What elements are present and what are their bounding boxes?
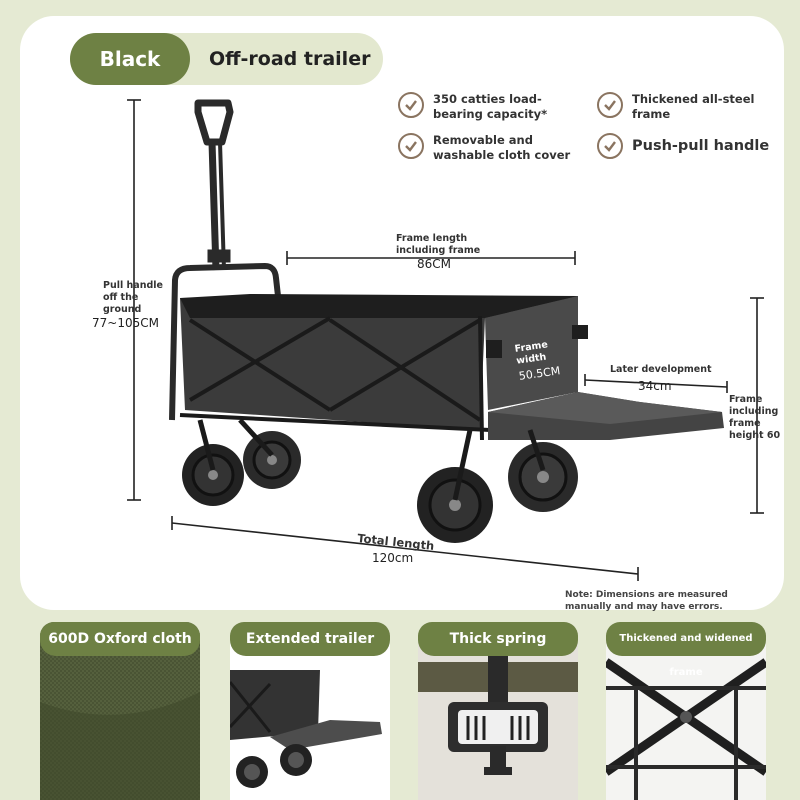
pull-handle-value: 77~105CM	[92, 316, 159, 330]
feature-text: Removable and washable cloth cover	[433, 133, 571, 162]
frame-length-label: Frame length including frame	[396, 233, 481, 256]
feature-load-capacity: 350 catties load- bearing capacity*	[398, 92, 547, 122]
card-title: 600D Oxford cloth	[40, 622, 200, 656]
check-icon	[597, 92, 623, 118]
measurement-note: Note: Dimensions are measured manually a…	[565, 590, 728, 612]
card-title: Thickened and widened frame	[606, 622, 766, 678]
frame-length-value: 86CM	[417, 257, 452, 271]
feature-text: Thickened all-steel frame	[632, 92, 755, 121]
card-title: Thick spring	[418, 622, 578, 656]
feature-steel-frame: Thickened all-steel frame	[597, 92, 754, 122]
card-widened-frame: Thickened and widened frame	[606, 622, 766, 800]
feature-cloth-cover: Removable and washable cloth cover	[398, 133, 570, 163]
frame-width-label: Frame width	[514, 339, 549, 367]
card-title: Extended trailer	[230, 622, 390, 656]
card-oxford-cloth: 600D Oxford cloth	[40, 622, 200, 800]
wagon-illustration	[127, 99, 764, 581]
header-pill: Black Off-road trailer	[70, 33, 383, 85]
color-label: Black	[70, 33, 190, 85]
later-development-value: 34cm	[638, 379, 672, 393]
check-icon	[398, 92, 424, 118]
frame-height-label: Frame including frame height 60	[729, 394, 781, 441]
feature-push-pull: Push-pull handle	[597, 133, 769, 159]
check-icon	[597, 133, 623, 159]
card-thick-spring: Thick spring	[418, 622, 578, 800]
total-length-value: 120cm	[372, 551, 414, 565]
product-title: Off-road trailer	[209, 48, 371, 70]
check-icon	[398, 133, 424, 159]
later-development-label: Later development	[610, 364, 712, 375]
card-extended-trailer: Extended trailer	[230, 622, 390, 800]
pull-handle-label: Pull handle off the ground	[103, 280, 163, 315]
feature-text: 350 catties load- bearing capacity*	[433, 92, 548, 121]
feature-text: Push-pull handle	[632, 138, 770, 154]
